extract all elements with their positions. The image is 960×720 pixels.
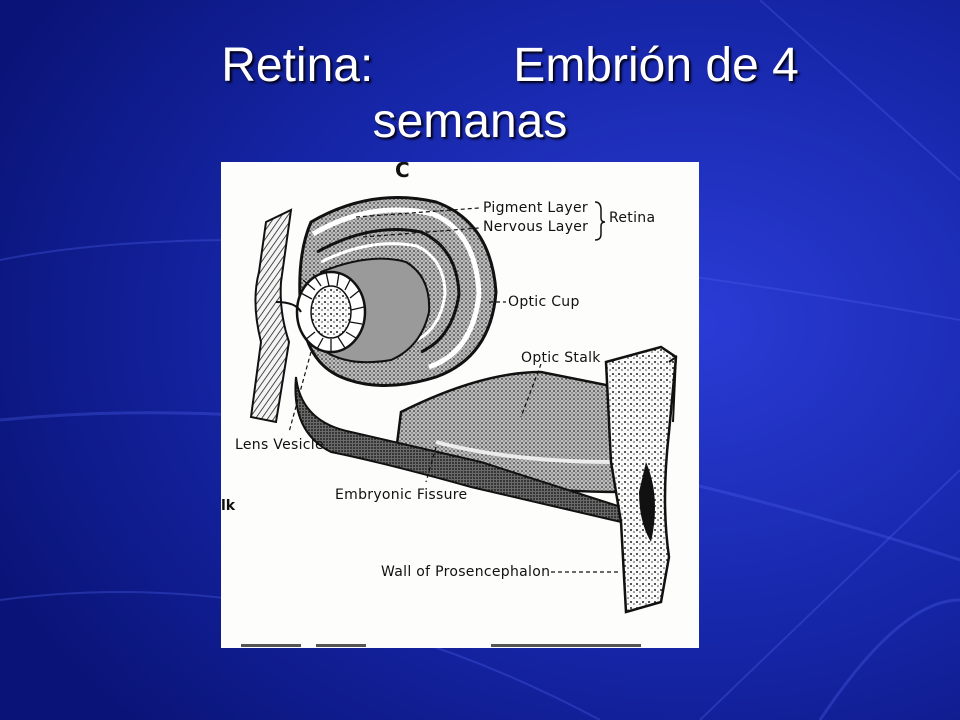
fragment-left: lk <box>221 498 236 514</box>
optic-cup-illustration <box>241 196 678 647</box>
title-part-retina: Retina: <box>221 39 374 92</box>
fragment-top: C <box>395 162 410 182</box>
label-retina: Retina <box>609 210 656 226</box>
label-optic-cup: Optic Cup <box>508 294 580 310</box>
embryonic-fissure-shape <box>294 376 622 524</box>
prosencephalon-wall-shape <box>604 345 678 614</box>
label-embryonic-fissure: Embryonic Fissure <box>335 487 468 503</box>
title-line-semanas: semanas <box>372 95 568 148</box>
label-nervous-layer: Nervous Layer <box>483 219 589 235</box>
label-optic-stalk: Optic Stalk <box>521 350 601 366</box>
optic-cup-diagram: C lk Pigment Layer Nervous Layer Retina … <box>221 162 699 648</box>
slide-title: Retina: Embrión de 4 semanas <box>150 38 870 150</box>
surface-ectoderm-shape <box>249 208 293 424</box>
label-lens-vesicle: Lens Vesicle <box>235 437 324 453</box>
label-pigment-layer: Pigment Layer <box>483 200 588 216</box>
label-wall-of-prosencephalon: Wall of Prosencephalon <box>381 564 551 580</box>
title-part-embrion: Embrión de 4 <box>513 39 799 92</box>
